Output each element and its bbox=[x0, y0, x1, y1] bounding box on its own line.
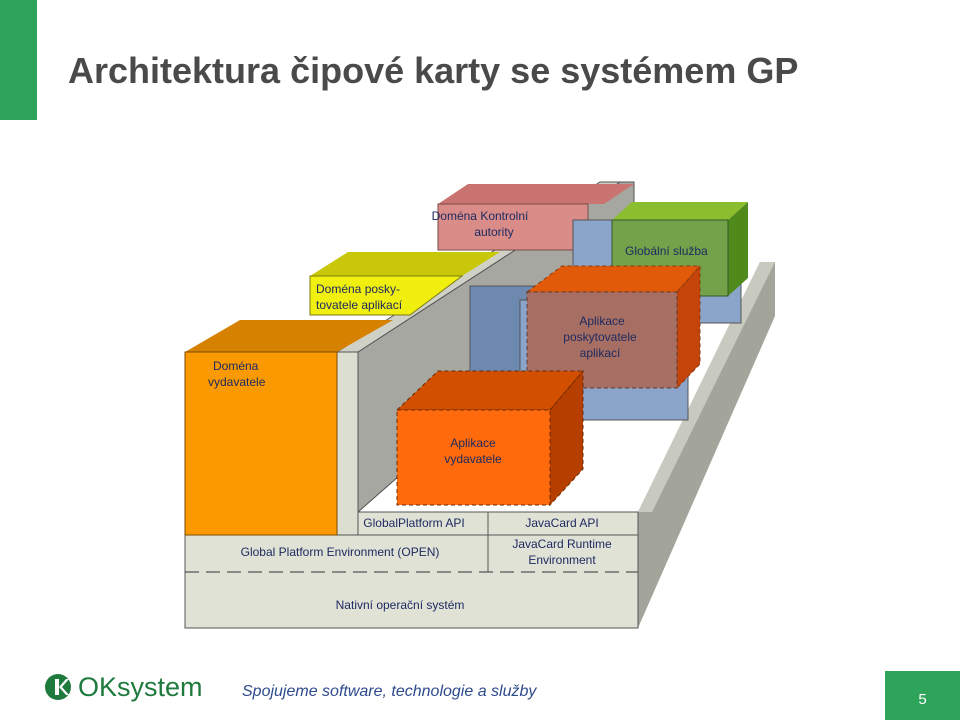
javacard-api-label: JavaCard API bbox=[525, 516, 598, 530]
aplikace-poskytovatele-line3: aplikací bbox=[580, 346, 621, 360]
kontrolni-label-line1: Doména Kontrolní bbox=[432, 209, 529, 223]
aplikace-vydavatele-line1: Aplikace bbox=[450, 436, 496, 450]
nativni-os-label: Nativní operační systém bbox=[336, 598, 465, 612]
kontrolni-top-face bbox=[438, 184, 634, 204]
footer-tagline: Spojujeme software, technologie a služby bbox=[242, 683, 537, 700]
domena-poskytovatele-box: Doména posky- tovatele aplikací bbox=[309, 252, 500, 316]
kontrolni-front-face bbox=[437, 203, 589, 251]
poskytovatele-label-line1: Doména posky- bbox=[316, 282, 400, 296]
logo-text: OKsystem bbox=[78, 671, 203, 702]
poskytovatele-front-face bbox=[309, 275, 464, 316]
javacard-runtime-line2: Environment bbox=[528, 553, 596, 567]
aplikace-poskytovatele-line1: Aplikace bbox=[579, 314, 625, 328]
aplikace-vydavatele-side-face bbox=[549, 369, 584, 507]
vydavatele-top-face bbox=[185, 320, 393, 352]
oksystem-logo: OKsystem bbox=[44, 672, 203, 702]
vydavatele-front-face bbox=[184, 351, 338, 536]
oksystem-logo-icon bbox=[45, 674, 71, 700]
globalni-side-face bbox=[728, 202, 748, 296]
global-platform-environment-label: Global Platform Environment (OPEN) bbox=[241, 545, 440, 559]
poskytovatele-top-face bbox=[310, 252, 500, 276]
javacard-runtime-line1: JavaCard Runtime bbox=[512, 537, 612, 551]
aplikace-vydavatele-box: Aplikace vydavatele bbox=[395, 369, 585, 507]
aplikace-poskytovatele-line2: poskytovatele bbox=[563, 330, 637, 344]
kontrolni-label-line2: autority bbox=[474, 225, 513, 239]
aplikace-poskytovatele-box: Aplikace poskytovatele aplikací bbox=[525, 264, 702, 390]
page-number: 5 bbox=[885, 671, 960, 720]
wall-front-strip bbox=[336, 351, 359, 536]
globalni-label: Globální služba bbox=[625, 244, 708, 258]
globalni-top-face bbox=[612, 202, 748, 220]
domena-vydavatele-box: Doména vydavatele bbox=[184, 320, 393, 536]
aplikace-vydavatele-line2: vydavatele bbox=[444, 452, 502, 466]
globalplatform-api-label: GlobalPlatform API bbox=[363, 516, 464, 530]
accent-bar bbox=[0, 0, 37, 120]
base-right-face bbox=[638, 262, 775, 628]
domena-kontrolni-autority-box: Doména Kontrolní autority bbox=[432, 184, 634, 251]
vydavatele-label-line1: Doména bbox=[213, 359, 259, 373]
base-top-strip bbox=[638, 262, 775, 512]
slide-title: Architektura čipové karty se systémem GP bbox=[68, 50, 799, 91]
base-front-face bbox=[184, 511, 639, 629]
aplikace-vydavatele-front-face bbox=[396, 409, 551, 506]
poskytovatele-label-line2: tovatele aplikací bbox=[316, 298, 403, 312]
vydavatele-label-line2: vydavatele bbox=[208, 375, 266, 389]
